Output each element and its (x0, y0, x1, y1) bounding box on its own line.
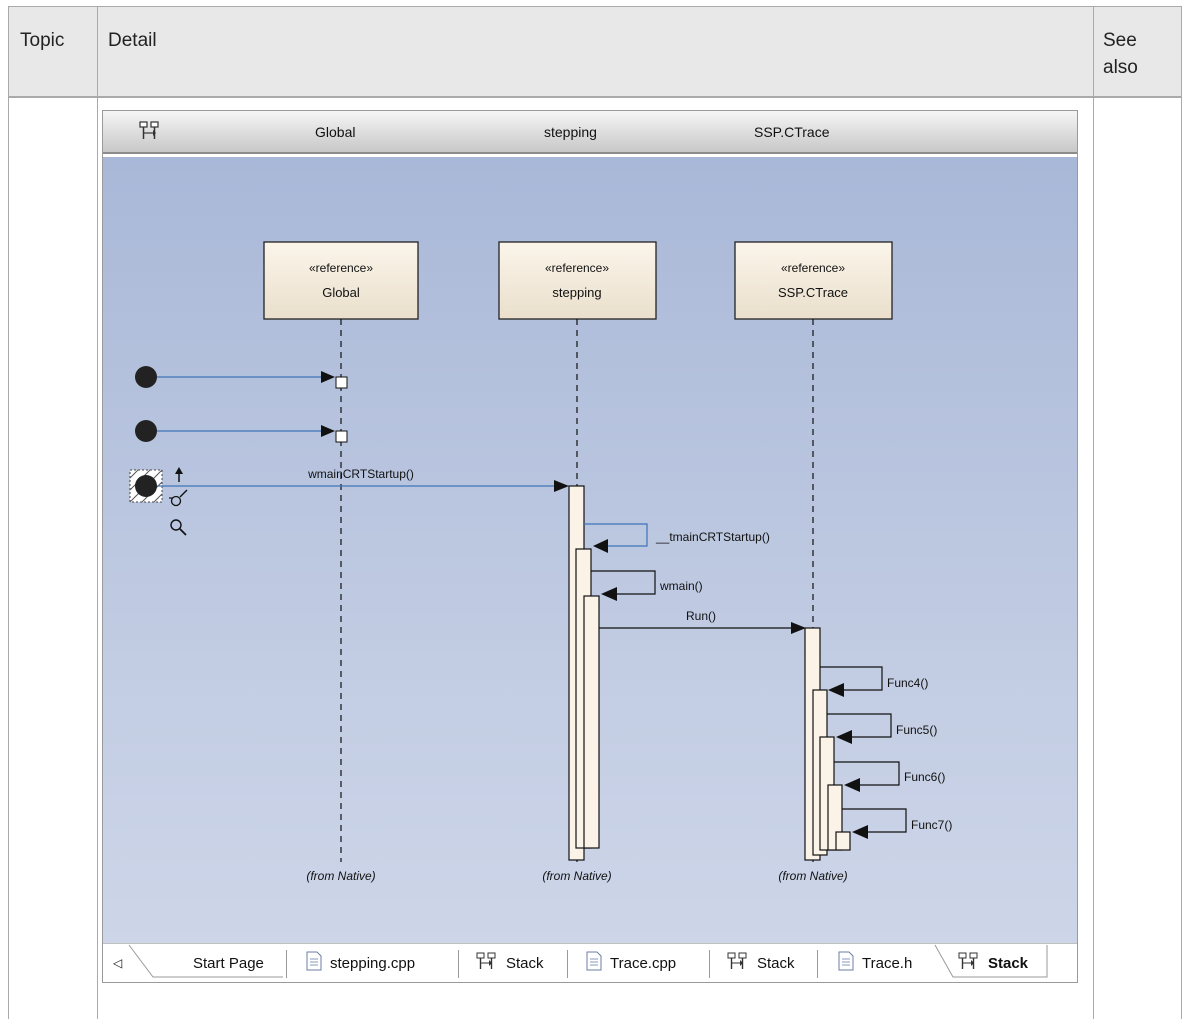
scroll-tabs-left-icon[interactable]: ◁ (113, 956, 123, 970)
tab-stack-1[interactable]: Stack (476, 948, 544, 978)
lifeline-name: Global (322, 285, 360, 300)
tab-label: Trace.h (862, 954, 913, 972)
doc-table: Topic Detail See also (8, 6, 1185, 1019)
self-message-func4[interactable]: Func4() (820, 666, 928, 697)
diagram-window: Global stepping SSP.CTrace «reference» G… (102, 110, 1078, 983)
lifeline-name: SSP.CTrace (778, 285, 848, 300)
diagram-title-bar: Global stepping SSP.CTrace (103, 111, 1077, 154)
message-label: Func6() (904, 770, 945, 784)
lifeline-stereotype: «reference» (781, 261, 845, 275)
message-label: __tmainCRTStartup() (655, 530, 770, 544)
found-message-3-selected[interactable]: wmainCRTStartup() (129, 467, 569, 503)
diagram-canvas[interactable]: «reference» Global «reference» stepping … (103, 157, 1077, 943)
self-message-tmaincrtstartup[interactable]: __tmainCRTStartup() (584, 523, 770, 553)
activation-stepping-3[interactable] (583, 595, 600, 849)
message-label: Func5() (896, 723, 937, 737)
document-icon (838, 951, 854, 975)
document-icon (586, 951, 602, 975)
found-message-2[interactable] (135, 420, 348, 443)
message-run[interactable]: Run() (599, 609, 806, 634)
self-message-func6[interactable]: Func6() (834, 761, 945, 792)
lifeline-name: stepping (552, 285, 601, 300)
tab-label: Stack (757, 954, 795, 972)
sequence-diagram-icon (476, 952, 498, 974)
topic-column-header: Topic (20, 30, 65, 51)
tab-stack-2[interactable]: Stack (727, 948, 795, 978)
table-border-left (8, 6, 9, 1019)
tab-stack-active[interactable]: Stack (958, 948, 1028, 978)
lifeline-origin-global: (from Native) (306, 869, 375, 883)
header-label-stepping: stepping (544, 124, 597, 140)
lifeline-global[interactable]: «reference» Global (263, 241, 419, 320)
lifeline-ssp-ctrace[interactable]: «reference» SSP.CTrace (734, 241, 893, 320)
sequence-diagram-icon (727, 952, 749, 974)
see-also-column-header-line1: See (1103, 30, 1137, 51)
self-message-func5[interactable]: Func5() (827, 713, 937, 744)
lifeline-origin-ctrace: (from Native) (778, 869, 847, 883)
document-tab-bar: ◁ Start Page stepping.cpp Stack Trace.cp… (103, 943, 1077, 982)
tab-label: Start Page (193, 954, 264, 972)
header-label-ssp-ctrace: SSP.CTrace (754, 124, 830, 140)
message-label: wmain() (659, 579, 703, 593)
self-message-wmain[interactable]: wmain() (591, 570, 703, 601)
brush-icon[interactable] (169, 489, 188, 507)
header-label-global: Global (315, 124, 356, 140)
table-border-right (1181, 6, 1182, 1019)
message-label: wmainCRTStartup() (307, 467, 414, 481)
table-divider-topic (97, 6, 98, 1019)
table-header-divider (8, 97, 1182, 98)
table-header-row (8, 6, 1182, 97)
tab-stepping-cpp[interactable]: stepping.cpp (306, 948, 415, 978)
lifeline-origin-stepping: (from Native) (542, 869, 611, 883)
activation-ctrace-5[interactable] (835, 831, 851, 851)
tab-label: Stack (988, 954, 1029, 972)
see-also-column-header-line2: also (1103, 57, 1138, 78)
document-icon (306, 951, 322, 975)
message-label: Func4() (887, 676, 928, 690)
sequence-diagram-icon (958, 952, 980, 974)
table-divider-detail (1093, 6, 1094, 1019)
tab-trace-cpp[interactable]: Trace.cpp (586, 948, 676, 978)
lifeline-stepping[interactable]: «reference» stepping (498, 241, 657, 320)
lifeline-stereotype: «reference» (545, 261, 609, 275)
found-message-1[interactable] (135, 366, 348, 389)
detail-column-header: Detail (108, 30, 157, 51)
tab-label: Stack (506, 954, 544, 972)
magnifier-icon[interactable] (170, 519, 187, 536)
lifeline-stereotype: «reference» (309, 261, 373, 275)
self-message-func7[interactable]: Func7() (842, 808, 952, 839)
message-label: Func7() (911, 818, 952, 832)
tab-label: Trace.cpp (610, 954, 677, 972)
message-label: Run() (686, 609, 716, 623)
tab-trace-h[interactable]: Trace.h (838, 948, 912, 978)
up-arrow-icon[interactable] (175, 467, 183, 482)
sequence-diagram-icon (139, 121, 161, 146)
tab-start-page[interactable]: Start Page (193, 948, 264, 978)
tab-label: stepping.cpp (330, 954, 416, 972)
